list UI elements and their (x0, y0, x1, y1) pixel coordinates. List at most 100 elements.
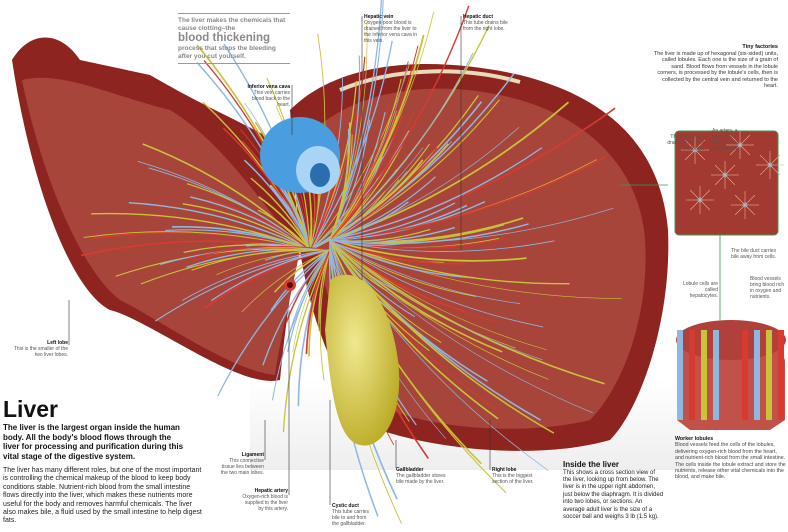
vessel-branch (329, 239, 544, 328)
vessel-branch (329, 239, 503, 353)
vessel-branch (329, 239, 521, 305)
lobule-vessel-pillar (677, 330, 683, 420)
vessel-branch (142, 143, 311, 251)
lobule-vessel-pillar (766, 330, 772, 420)
vessel-branch (250, 177, 311, 251)
label-artery-vein-duct: An artery, a vein, and a bile duct run s… (712, 128, 740, 152)
vessel-branch (217, 249, 331, 397)
cell-cord (699, 199, 711, 211)
vessel-branch (329, 147, 543, 241)
lobule-vessel-pillar (742, 330, 748, 420)
label-lobule-cells: Lobule cells are called hepatocytes. (682, 281, 718, 299)
vessel-branch (292, 249, 331, 352)
vessel-branch (282, 249, 331, 433)
lobule-vessel-pillar (701, 330, 707, 420)
page-title: Liver (3, 396, 58, 422)
label-central-vein: The central vein drains blood from the l… (667, 134, 706, 152)
cell-cord (714, 164, 726, 176)
vessel-branch (329, 156, 606, 241)
cell-cord (694, 139, 706, 151)
vessel-branch (329, 0, 384, 241)
vessel-branch (329, 11, 435, 241)
quote-highlight: blood thickening (178, 32, 270, 44)
vessel-branch (329, 239, 548, 351)
vessel-branch (309, 130, 410, 251)
vessel-branch (128, 202, 311, 251)
cell-cord (724, 174, 736, 186)
vessel-branch (319, 249, 331, 381)
vessel-branch (270, 249, 331, 311)
lobule-vessel-pillar (689, 330, 695, 420)
vessel-branch (182, 203, 311, 251)
lobule-section (674, 130, 779, 236)
cell-cord (734, 204, 746, 216)
vessel-branch (329, 239, 527, 262)
vessel-branch (329, 95, 479, 241)
vessel-branch (329, 239, 555, 252)
vessel-branch (188, 246, 331, 259)
vessel-branch (329, 239, 622, 299)
vessel-branch (286, 249, 331, 344)
cell-cord (684, 139, 696, 151)
vessel-branch (329, 202, 456, 241)
vessel-branch (329, 160, 375, 241)
vessel-branch (329, 239, 593, 414)
vessel-branch (329, 239, 476, 297)
cell-cord (769, 154, 781, 166)
label-blood-vessels: Blood vessels bring blood rich in oxygen… (750, 276, 785, 300)
cell-cord (744, 204, 756, 216)
left-lobe-cut (22, 77, 300, 376)
right-lobe-cut (315, 88, 646, 429)
quote-line2: process that stops the bleeding after yo… (178, 45, 276, 60)
lobule-vessel-pillar (713, 330, 719, 420)
vessel-branch (329, 122, 351, 241)
vessel-branch (329, 239, 475, 279)
vessel-branch (154, 249, 331, 322)
vessel-branch (329, 239, 516, 349)
cell-cord (729, 144, 741, 156)
cell-cord (684, 149, 696, 161)
vessel-branch (329, 239, 465, 265)
vessel-branch (329, 52, 474, 241)
vessel-branch (83, 231, 311, 251)
vessel-branch (329, 119, 371, 241)
cell-cord (734, 194, 746, 206)
lead-paragraph: The liver is the largest organ inside th… (3, 423, 184, 461)
label-bile-duct: The bile duct carries bile away from cel… (731, 248, 777, 260)
vessel-branch (182, 249, 331, 301)
vessel-branch (329, 223, 529, 245)
cell-cord (769, 164, 781, 176)
quote-line1: The liver makes the chemicals that cause… (178, 17, 286, 32)
vessel-branch (329, 239, 442, 343)
vessel-branch (241, 249, 331, 313)
vessel-branch (140, 249, 331, 285)
cell-cord (759, 164, 771, 176)
vessel-branch (309, 147, 424, 251)
cell-cord (759, 154, 771, 166)
cell-cord (744, 194, 756, 206)
body-paragraph: The liver has many different roles, but … (3, 467, 202, 525)
cell-cord (699, 189, 711, 201)
hexagonal-lobule-model (676, 320, 786, 430)
vessel-branch (257, 209, 311, 251)
vessel-branch (91, 212, 311, 251)
vessel-branch (305, 249, 331, 355)
vessel-branch (329, 171, 408, 241)
vessel-branch (262, 249, 331, 366)
lobule-vessel-pillar (754, 330, 760, 420)
cell-cord (739, 144, 751, 156)
cell-cord (724, 164, 736, 176)
cell-cord (739, 134, 751, 146)
vessel-branch (216, 249, 331, 275)
